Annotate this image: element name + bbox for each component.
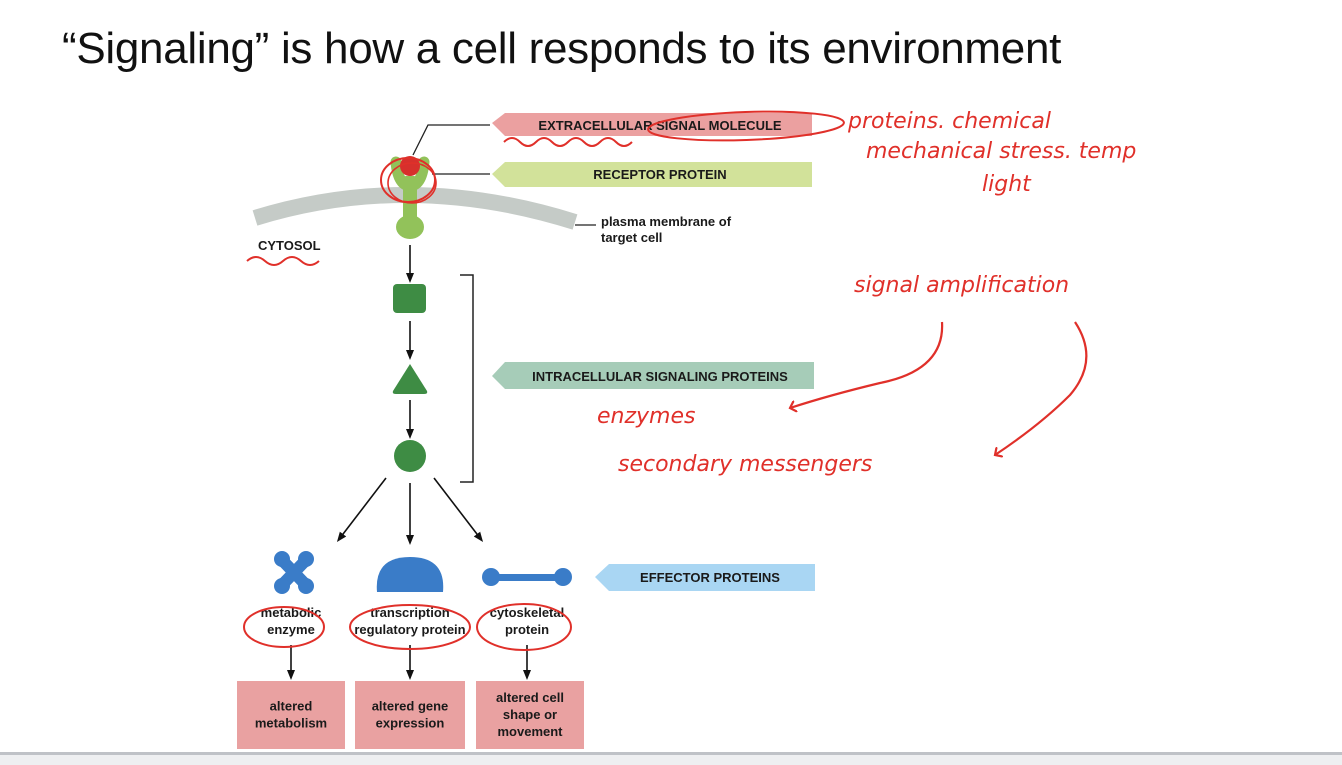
effector-label-1-line1: metabolic: [261, 605, 322, 620]
callout-intracellular: INTRACELLULAR SIGNALING PROTEINS: [492, 362, 814, 389]
leader-line-signal: [412, 124, 490, 156]
outcome-label-3-line2: shape or: [503, 707, 557, 722]
ink-circle-metabolic-enzyme: [243, 606, 325, 648]
ink-note-enzymes: enzymes: [597, 404, 695, 429]
cytosol-label: CYTOSOL: [258, 238, 321, 253]
outcome-box-bg: [237, 681, 345, 749]
handwritten-annotations: proteins. chemical mechanical stress. te…: [243, 109, 1136, 651]
ink-note-signal-types-1: proteins. chemical: [847, 109, 1051, 134]
ink-arrow-to-messengers: [995, 321, 1088, 455]
ink-arrow-to-enzymes: [790, 321, 944, 408]
callout-signal-molecule-label: EXTRACELLULAR SIGNAL MOLECULE: [538, 118, 781, 133]
ink-note-signal-types-3: light: [982, 172, 1032, 197]
ink-circle-transcription: [349, 604, 471, 650]
callout-effector: EFFECTOR PROTEINS: [595, 564, 815, 591]
effector-label-3-line2: protein: [505, 622, 549, 637]
metabolic-enzyme-icon: [274, 551, 314, 594]
ink-circle-signal-molecule: [647, 110, 845, 142]
intracellular-bracket: [460, 274, 474, 483]
ink-note-amplification: signal amplification: [854, 273, 1069, 298]
signal-molecule-icon: [400, 156, 420, 176]
effector-label-3-line1: cytoskeletal: [490, 605, 564, 620]
transcription-protein-icon: [376, 557, 444, 592]
outcome-label-1-line1: altered: [270, 699, 313, 714]
outcome-box-1: altered metabolism: [237, 681, 345, 749]
effector-label-2-line1: transcription: [370, 605, 450, 620]
callout-intracellular-label: INTRACELLULAR SIGNALING PROTEINS: [532, 369, 788, 384]
arrow-to-metabolic-enzyme: [336, 477, 387, 542]
callout-effector-label: EFFECTOR PROTEINS: [640, 570, 780, 585]
ink-note-signal-types-2: mechanical stress. temp: [866, 139, 1136, 164]
outcome-box-bg: [476, 681, 584, 749]
membrane-label-line2: target cell: [601, 230, 662, 245]
cytoskeletal-protein-icon: [482, 568, 572, 586]
ink-circle-cytoskeletal: [476, 603, 572, 651]
outcome-box-3: altered cell shape or movement: [476, 681, 584, 749]
intracellular-triangle-icon: [392, 364, 428, 394]
receptor-protein-icon: [390, 156, 430, 239]
intracellular-square-icon: [393, 284, 426, 313]
callout-receptor: RECEPTOR PROTEIN: [492, 162, 812, 187]
slide-bottom-border: [0, 752, 1342, 765]
membrane-label-line1: plasma membrane of: [601, 214, 732, 229]
outcome-label-2-line2: expression: [376, 716, 445, 731]
outcome-box-bg: [355, 681, 465, 749]
outcome-label-3-line1: altered cell: [496, 690, 564, 705]
ink-underline-extracellular: [503, 137, 633, 147]
callout-receptor-label: RECEPTOR PROTEIN: [593, 167, 726, 182]
outcome-label-1-line2: metabolism: [255, 716, 327, 731]
ink-note-secondary-messengers: secondary messengers: [618, 452, 872, 477]
outcome-box-2: altered gene expression: [355, 681, 465, 749]
intracellular-circle-icon: [394, 440, 426, 472]
effector-label-1-line2: enzyme: [267, 622, 315, 637]
slide-title: “Signaling” is how a cell responds to it…: [62, 24, 1062, 73]
arrow-to-cytoskeletal-protein: [433, 477, 484, 542]
outcome-label-3-line3: movement: [497, 724, 563, 739]
outcome-label-2-line1: altered gene: [372, 699, 449, 714]
effector-label-2-line2: regulatory protein: [354, 622, 465, 637]
ink-circle-receptor-2: [387, 162, 437, 204]
ink-underline-cytosol: [246, 256, 320, 266]
